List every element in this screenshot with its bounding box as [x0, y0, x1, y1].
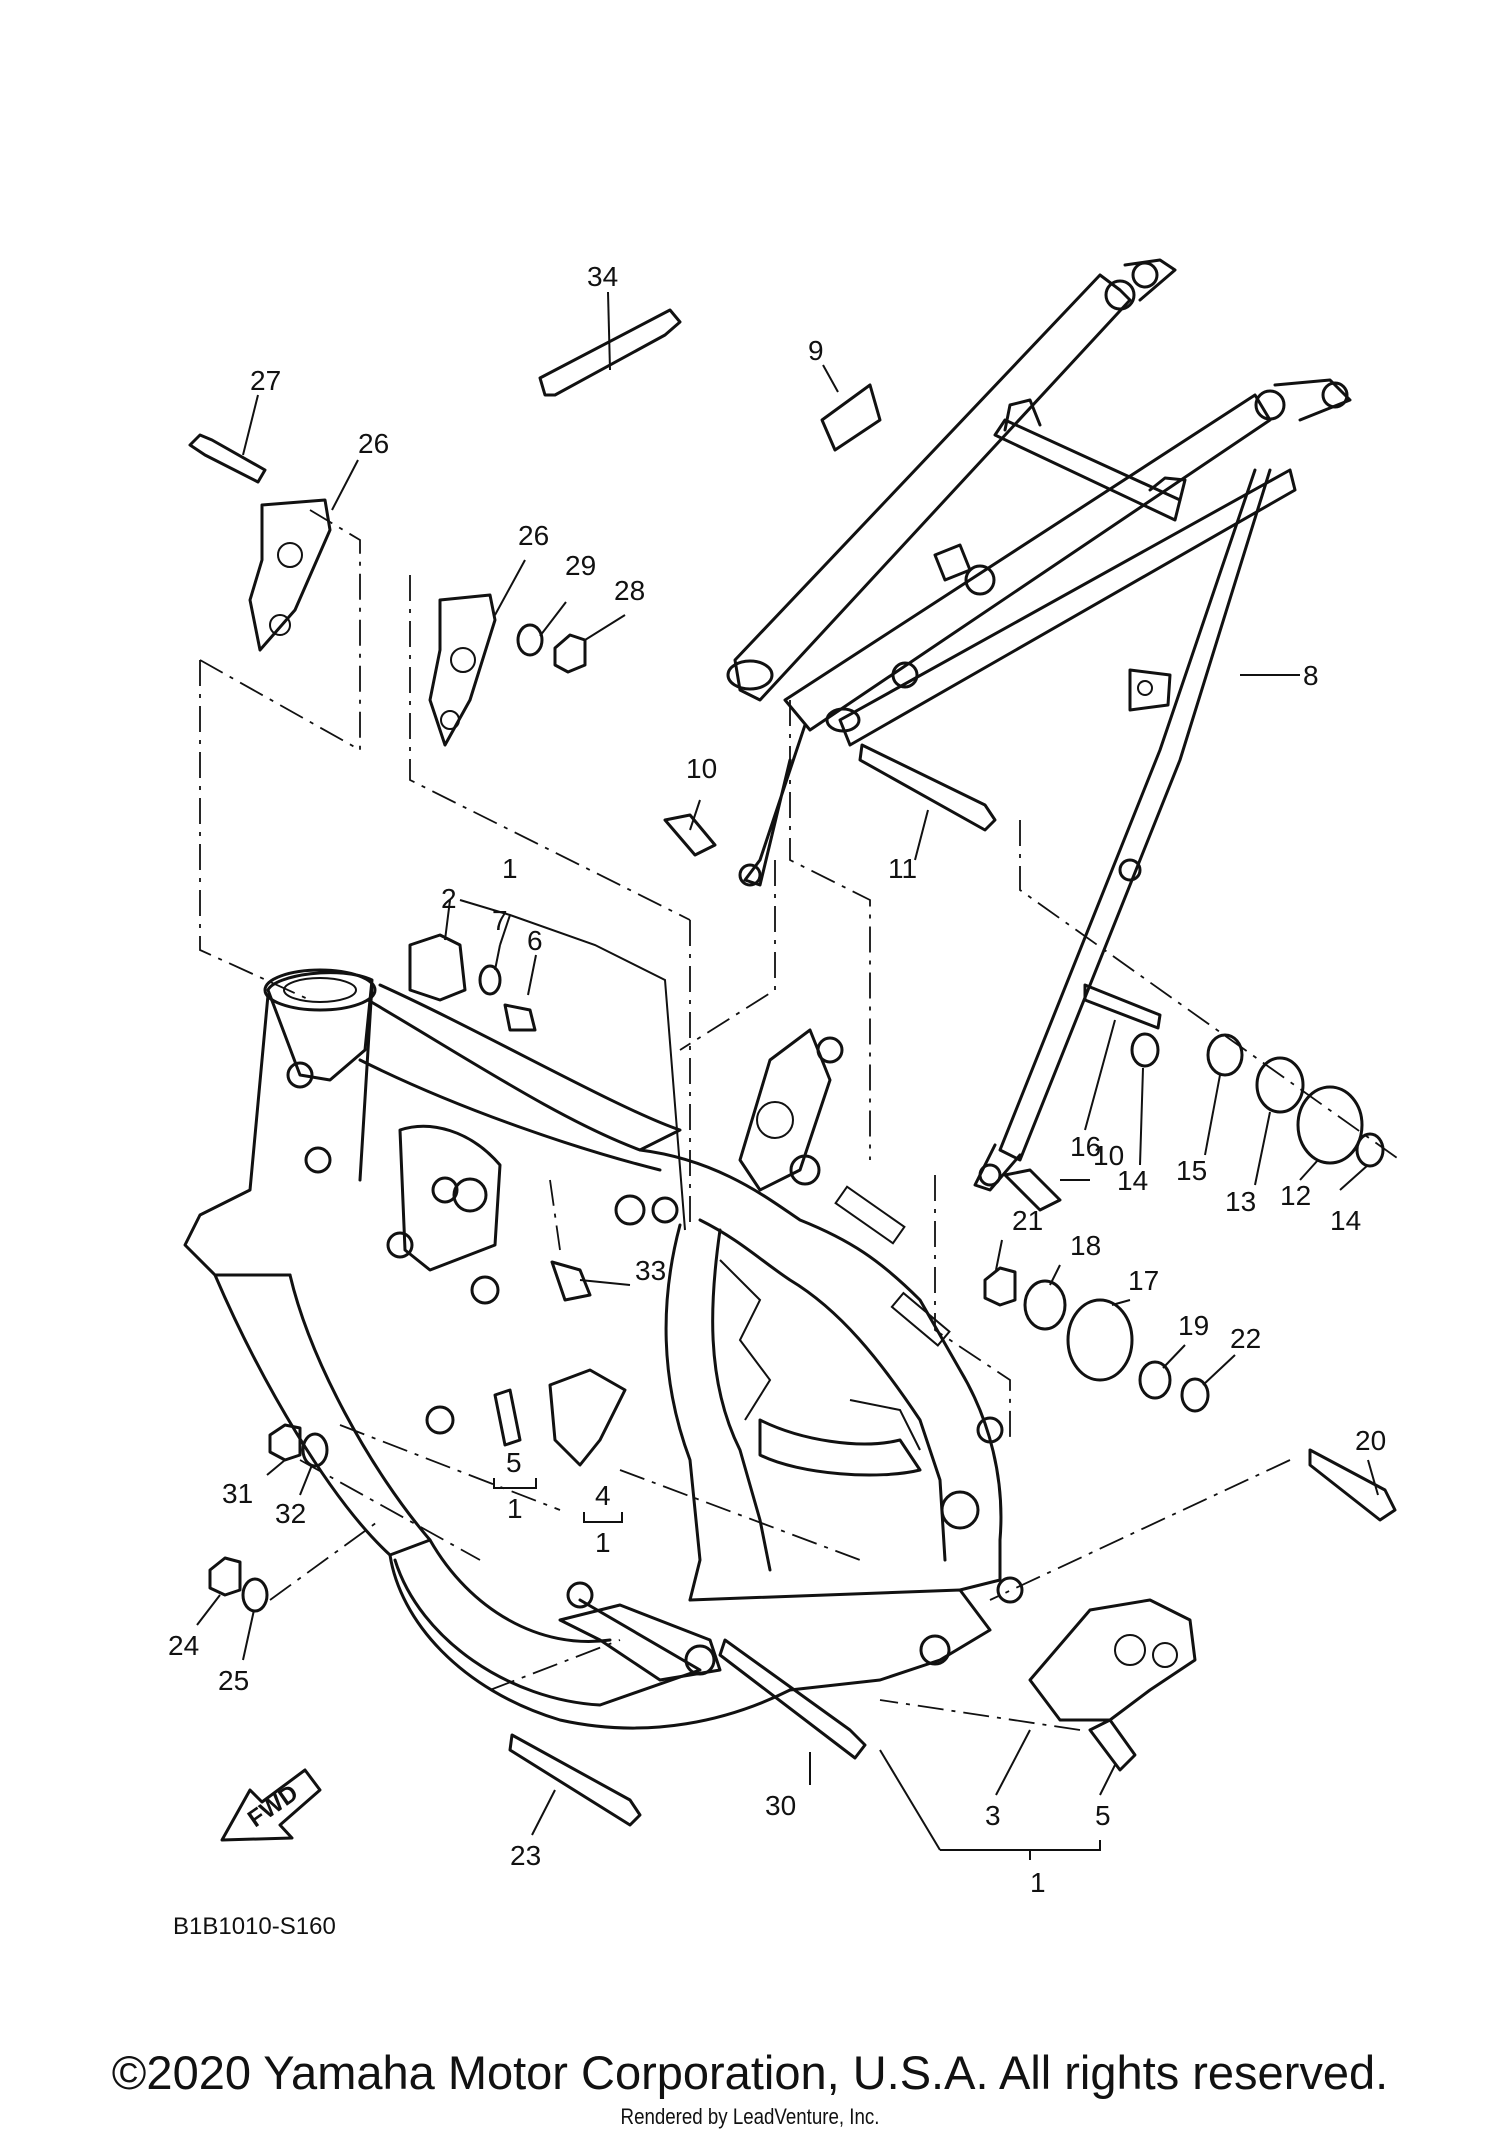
callout-15: 15 — [1176, 1155, 1207, 1186]
part-4-bracket — [548, 1368, 627, 1467]
leader-lines — [196, 291, 1379, 1860]
callout-3: 3 — [985, 1800, 1001, 1831]
callout-7: 7 — [492, 905, 508, 936]
callout-14-top: 14 — [1117, 1165, 1148, 1196]
part-13-collar — [1255, 1056, 1305, 1114]
part-5-bolt-right — [1088, 1718, 1137, 1772]
drawing-code: B1B1010-S160 — [173, 1913, 336, 1940]
callout-30: 30 — [765, 1790, 796, 1821]
callout-14-right: 14 — [1330, 1205, 1361, 1236]
part-14-washer-right — [1355, 1132, 1385, 1168]
part-14-washer-top — [1130, 1032, 1160, 1068]
part-22-washer — [1180, 1377, 1210, 1413]
part-25-washer — [241, 1577, 269, 1613]
part-21-nut — [983, 1266, 1017, 1307]
assembly-lines — [199, 509, 1401, 1731]
part-27-bolt — [188, 433, 267, 484]
part-30-bolt — [718, 1638, 867, 1760]
callout-1-top: 1 — [502, 853, 518, 884]
part-18-collar — [1023, 1279, 1067, 1331]
callouts: 34 9 27 26 26 29 28 8 10 11 1 2 7 6 16 1… — [168, 261, 1386, 1940]
part-9-pad — [820, 383, 882, 452]
part-26-engine-mount-plate-right — [428, 593, 497, 747]
part-29-washer — [516, 623, 544, 657]
part-33-bolt — [550, 1260, 592, 1302]
callout-24: 24 — [168, 1630, 199, 1661]
fwd-arrow-icon: FWD — [220, 1768, 322, 1842]
callout-10-bottom: 10 — [1093, 1140, 1124, 1171]
part-10-bolt-bottom — [1003, 1168, 1062, 1212]
part-24-nut — [208, 1556, 242, 1597]
callout-28: 28 — [614, 575, 645, 606]
callout-21: 21 — [1012, 1205, 1043, 1236]
callout-4: 4 — [595, 1480, 611, 1511]
callout-19: 19 — [1178, 1310, 1209, 1341]
callout-32: 32 — [275, 1498, 306, 1529]
part-34-bracket — [538, 308, 682, 397]
callout-1-bottom: 1 — [1030, 1867, 1046, 1898]
main-frame — [183, 968, 1024, 1730]
rendered-by-credit: Rendered by LeadVenture, Inc. — [620, 2104, 880, 2129]
callout-23: 23 — [510, 1840, 541, 1871]
part-6-bolt — [503, 1003, 537, 1032]
callout-5-right: 5 — [1095, 1800, 1111, 1831]
svg-text:FWD: FWD — [243, 1779, 303, 1832]
callout-16: 16 — [1070, 1131, 1101, 1162]
callout-18: 18 — [1070, 1230, 1101, 1261]
callout-8: 8 — [1303, 660, 1319, 691]
callout-33: 33 — [635, 1255, 666, 1286]
part-26-engine-mount-plate-left — [248, 498, 332, 652]
callout-1-mid: 1 — [595, 1527, 611, 1558]
callout-1-left: 1 — [507, 1493, 523, 1524]
part-31-nut — [268, 1423, 302, 1462]
part-28-nut — [553, 633, 587, 674]
part-15-collar — [1206, 1033, 1244, 1077]
part-12-bushing — [1296, 1085, 1364, 1165]
callout-27: 27 — [250, 365, 281, 396]
callout-6: 6 — [527, 925, 543, 956]
part-5-bolt-left — [493, 1388, 522, 1447]
subframe — [726, 258, 1352, 1192]
callout-9: 9 — [808, 335, 824, 366]
callout-5-left: 5 — [506, 1447, 522, 1478]
part-10-bolt-top — [663, 813, 717, 857]
part-23-bolt — [508, 1733, 642, 1827]
callout-20: 20 — [1355, 1425, 1386, 1456]
callout-22: 22 — [1230, 1323, 1261, 1354]
part-16-bolt — [1083, 983, 1162, 1030]
callout-11: 11 — [888, 853, 917, 884]
callout-34: 34 — [587, 261, 618, 292]
callout-25: 25 — [218, 1665, 249, 1696]
part-32-washer — [301, 1432, 329, 1468]
part-17-bushing — [1066, 1298, 1134, 1382]
callout-10-top: 10 — [686, 753, 717, 784]
part-2-bracket — [408, 933, 467, 1002]
callout-13: 13 — [1225, 1186, 1256, 1217]
callout-17: 17 — [1128, 1265, 1159, 1296]
callout-26-right: 26 — [518, 520, 549, 551]
part-7-washer — [478, 964, 502, 996]
part-11-bolt — [858, 743, 997, 832]
callout-12: 12 — [1280, 1180, 1311, 1211]
callout-2: 2 — [441, 883, 457, 914]
copyright-notice: ©2020 Yamaha Motor Corporation, U.S.A. A… — [111, 2046, 1389, 2099]
part-19-collar — [1138, 1360, 1172, 1400]
callout-26-left: 26 — [358, 428, 389, 459]
callout-29: 29 — [565, 550, 596, 581]
callout-31: 31 — [222, 1478, 253, 1509]
part-20-bolt — [1308, 1448, 1397, 1522]
part-3-bracket — [1028, 1598, 1197, 1722]
